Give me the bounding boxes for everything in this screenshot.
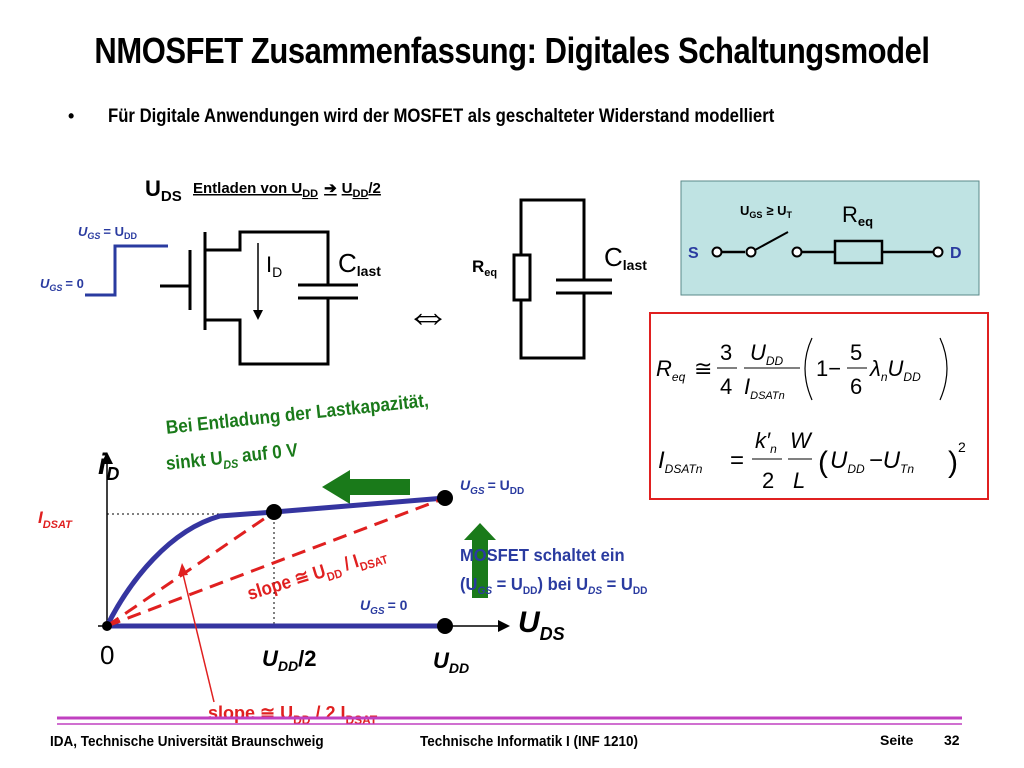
entladen-label: Entladen von UDD➔UDD/2 <box>193 180 381 200</box>
req-formula: Req ≅ 3 4 UDD IDSATn 1− 5 6 λnUDD <box>656 337 948 402</box>
origin-point <box>102 621 112 631</box>
svg-text:5: 5 <box>850 340 862 365</box>
svg-text:W: W <box>790 428 813 453</box>
equivalence-symbol: ⇔ <box>405 288 451 340</box>
slope-line-steep <box>106 510 275 628</box>
svg-text:3: 3 <box>720 340 732 365</box>
svg-text:(: ( <box>818 446 828 479</box>
mosfet-note-line1: MOSFET schaltet ein <box>460 544 625 565</box>
id-label: ID <box>266 252 282 280</box>
svg-text:k′n: k′n <box>755 428 777 456</box>
switch-condition-label: UGS≥ UT <box>740 203 793 220</box>
annotation-line2: sinkt UDSauf 0 V <box>165 439 299 478</box>
ugs-udd-label: UGS= UDD <box>78 224 137 241</box>
switch-resistor <box>833 239 884 265</box>
svg-text:2: 2 <box>762 468 774 493</box>
switch-contact-right <box>791 246 803 258</box>
bullet-marker: • <box>68 106 75 126</box>
ugs-udd-curve-label: UGS= UDD <box>460 477 524 497</box>
switch-req-label: Req <box>842 202 873 229</box>
svg-text:≅: ≅ <box>694 356 712 381</box>
uds-label: UDS <box>145 176 182 205</box>
slope-line-shallow <box>106 496 446 628</box>
y-axis-arrowhead <box>101 452 113 464</box>
point-udd-half <box>266 504 282 520</box>
switch-box-background <box>680 180 980 296</box>
svg-text:=: = <box>730 447 744 474</box>
clast-label-right: Clast <box>604 242 647 273</box>
x-axis-label: UDS <box>518 606 565 644</box>
req-label-left: Req <box>472 257 497 279</box>
ugs-zero-label: UGS= 0 <box>40 276 84 293</box>
svg-text:L: L <box>793 468 805 493</box>
switch-contact-left <box>745 246 757 258</box>
switch-on-arrow <box>464 523 496 598</box>
source-label: S <box>688 245 699 262</box>
formula-box: Req ≅ 3 4 UDD IDSATn 1− 5 6 λnUDD IDSATn… <box>649 312 989 500</box>
point-udd-on <box>437 490 453 506</box>
drain-label: D <box>950 245 962 262</box>
footer-page-number: 32 <box>944 732 960 748</box>
y-axis-label: iD <box>98 448 119 484</box>
udd-tick-label: UDD <box>433 648 469 676</box>
footer-page-label: Seite <box>880 732 914 748</box>
idsat-label: IDSAT <box>38 508 73 531</box>
mosfet-note-line2: (UGS = UDD) bei UDS = UDD <box>460 573 648 597</box>
point-udd-off <box>437 618 453 634</box>
input-step-waveform <box>85 244 168 297</box>
svg-text:1−: 1− <box>816 356 841 381</box>
terminal-d <box>932 246 944 258</box>
terminal-s <box>711 246 723 258</box>
origin-label: 0 <box>100 640 114 670</box>
svg-text:UDD−UTn: UDD−UTn <box>830 447 914 476</box>
switch-lever <box>754 231 789 251</box>
svg-text:4: 4 <box>720 374 732 399</box>
discharge-direction-arrow <box>322 470 410 504</box>
ugs-zero-curve-label: UGS= 0 <box>360 597 408 617</box>
svg-text:): ) <box>948 446 958 479</box>
idsatn-formula: IDSATn = k′n 2 W L ( UDD−UTn ) 2 <box>658 428 966 493</box>
switch-model-box: UGS≥ UT Req S D <box>680 180 980 296</box>
ugs-udd-curve <box>104 495 446 628</box>
clast-label-left: Clast <box>338 248 381 279</box>
nmos-transistor-symbol <box>160 230 358 366</box>
nmos-discharge-circuit: UDS Entladen von UDD➔UDD/2 UGS= UDD UGS=… <box>40 176 647 366</box>
slope-pointer-arrowhead <box>178 563 188 576</box>
drain-current-arrowhead <box>253 310 263 320</box>
footer-course: Technische Informatik I (INF 1210) <box>420 733 639 750</box>
formula-box-border <box>649 312 989 500</box>
x-axis-arrowhead <box>498 620 510 632</box>
bullet-text: Für Digitale Anwendungen wird der MOSFET… <box>108 106 775 127</box>
footer-institution: IDA, Technische Universität Braunschweig <box>50 733 324 750</box>
svg-text:λnUDD: λnUDD <box>869 356 921 384</box>
udd-half-tick-label: UDD/2 <box>262 646 316 674</box>
svg-text:Req: Req <box>656 356 686 384</box>
svg-text:IDSATn: IDSATn <box>658 447 703 476</box>
svg-text:UDD: UDD <box>750 340 784 368</box>
rc-equivalent-circuit <box>512 198 612 360</box>
id-uds-graph: Bei Entladung der Lastkapazität, sinkt U… <box>38 390 648 727</box>
slope-pointer-line <box>182 573 215 703</box>
svg-text:6: 6 <box>850 374 862 399</box>
annotation-line1: Bei Entladung der Lastkapazität, <box>165 390 430 439</box>
svg-text:IDSATn: IDSATn <box>744 374 785 402</box>
slide-title: NMOSFET Zusammenfassung: Digitales Schal… <box>94 30 930 71</box>
svg-text:2: 2 <box>958 439 966 455</box>
